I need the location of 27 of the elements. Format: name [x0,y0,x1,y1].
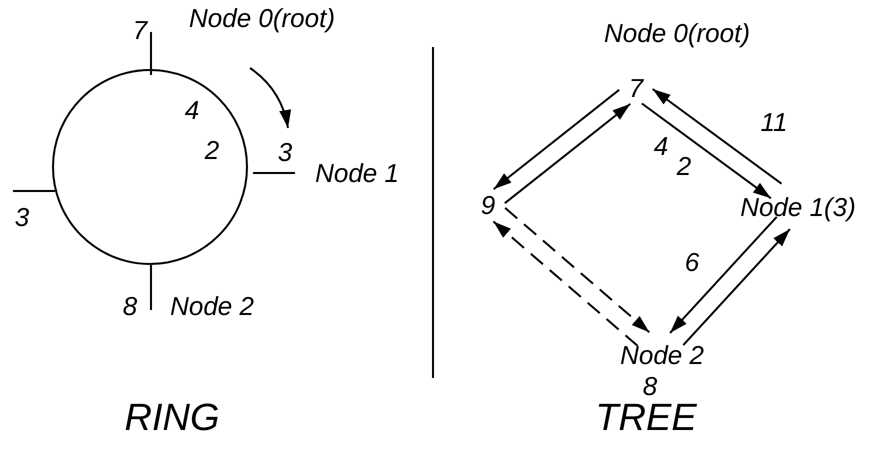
arrow [682,228,791,346]
text-label: 3 [278,139,292,165]
diagram-heading: RING [124,399,220,437]
node-label: 7 [628,75,644,101]
node-label: 9 [480,192,496,218]
text-label: Node 0(root) [189,5,335,31]
text-label: 8 [122,293,138,319]
arrow [504,207,650,333]
text-label: Node 1 [315,160,399,186]
text-label: 2 [676,153,692,179]
arrow [504,103,631,204]
node-label: Node 2 [620,342,704,368]
text-label: 2 [204,137,220,163]
text-label: Node 2 [170,293,254,319]
arrow [641,102,772,200]
arrow [492,220,638,347]
arrow [493,89,620,190]
text-label: 4 [184,97,200,123]
text-label: 4 [654,133,668,159]
node-caption: Node 0(root) [604,20,750,46]
text-label: 3 [14,204,30,230]
text-label: 7 [132,17,148,43]
arrow [652,88,782,184]
arrow [669,216,778,334]
diagram-heading: TREE [595,399,697,437]
node-caption: 8 [642,373,658,399]
node-label: Node 1(3) [740,194,856,220]
